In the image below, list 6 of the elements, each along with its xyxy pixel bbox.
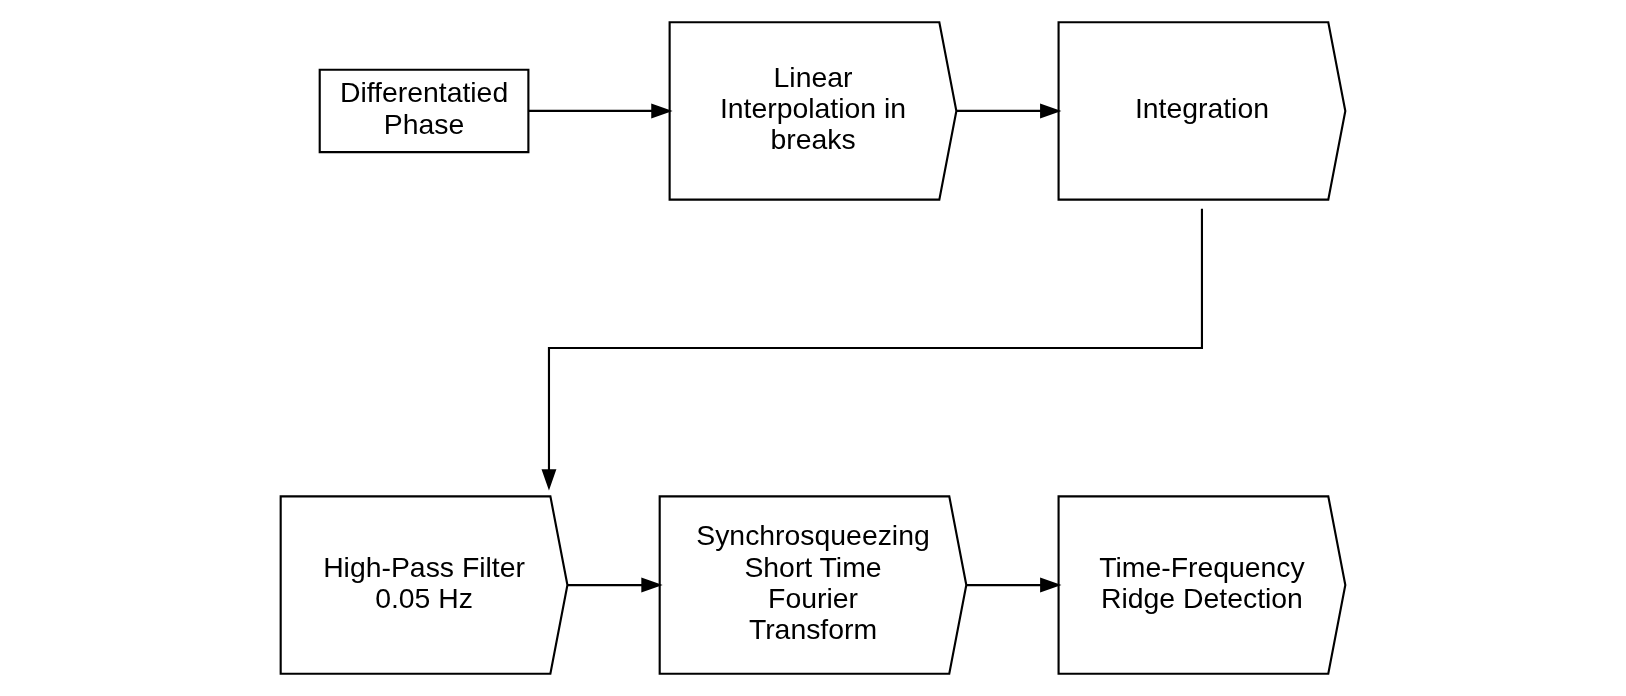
node-box: Differentatied Phase — [318, 68, 530, 154]
arrow — [567, 577, 663, 593]
arrow — [966, 577, 1062, 593]
arrow — [528, 103, 673, 119]
arrow — [541, 208, 1203, 491]
arrow — [956, 103, 1062, 119]
